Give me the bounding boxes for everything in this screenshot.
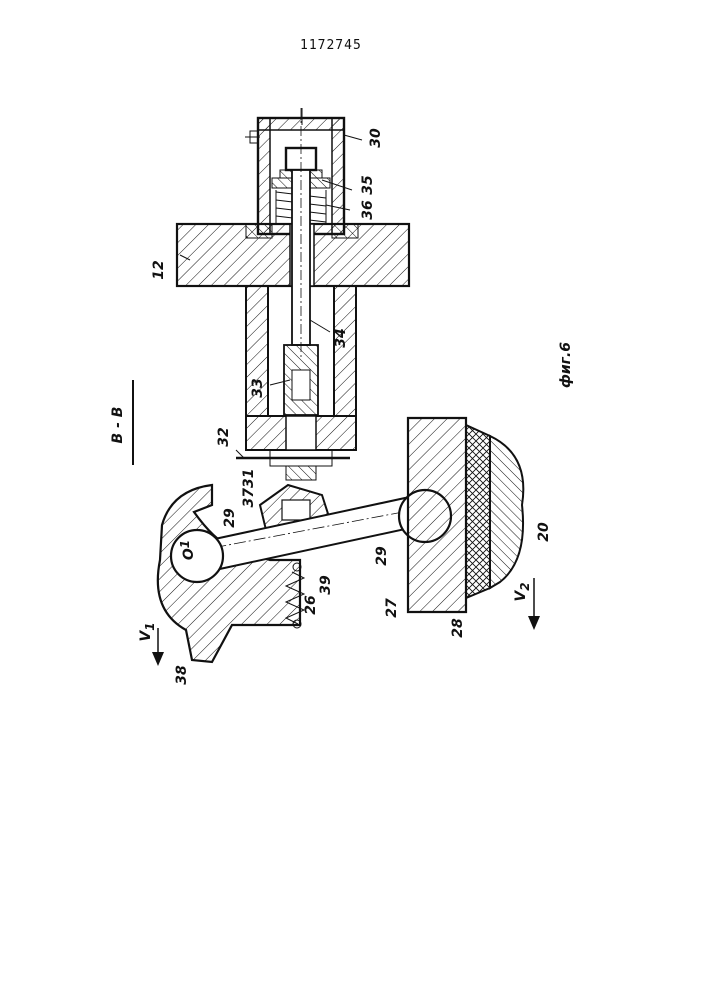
rod-34 [292, 108, 310, 360]
section-mark: В - В [110, 380, 133, 465]
label-36: 36 [360, 200, 376, 220]
label-35: 35 [360, 175, 376, 195]
label-30: 30 [368, 128, 384, 148]
label-39: 39 [318, 575, 334, 595]
section-label: В - В [110, 407, 126, 444]
label-38: 38 [174, 665, 190, 685]
label-34: 34 [333, 328, 349, 347]
label-29-right: 29 [374, 546, 390, 566]
label-3731: 3731 [241, 469, 257, 508]
label-32: 32 [216, 427, 232, 446]
label-29-left: 29 [222, 508, 238, 528]
part-20 [490, 436, 523, 588]
label-v2: V2 [513, 582, 532, 601]
figure-caption: фиг.6 [558, 342, 574, 388]
layer-28 [466, 425, 490, 598]
label-33: 33 [250, 378, 266, 397]
label-27: 27 [384, 598, 400, 618]
label-v1: V1 [138, 622, 157, 641]
label-26: 26 [303, 595, 319, 615]
ball-joint-29-left [171, 530, 223, 582]
label-12: 12 [151, 260, 167, 279]
label-20: 20 [536, 522, 552, 542]
block-27 [408, 418, 466, 612]
label-28: 28 [450, 618, 466, 638]
